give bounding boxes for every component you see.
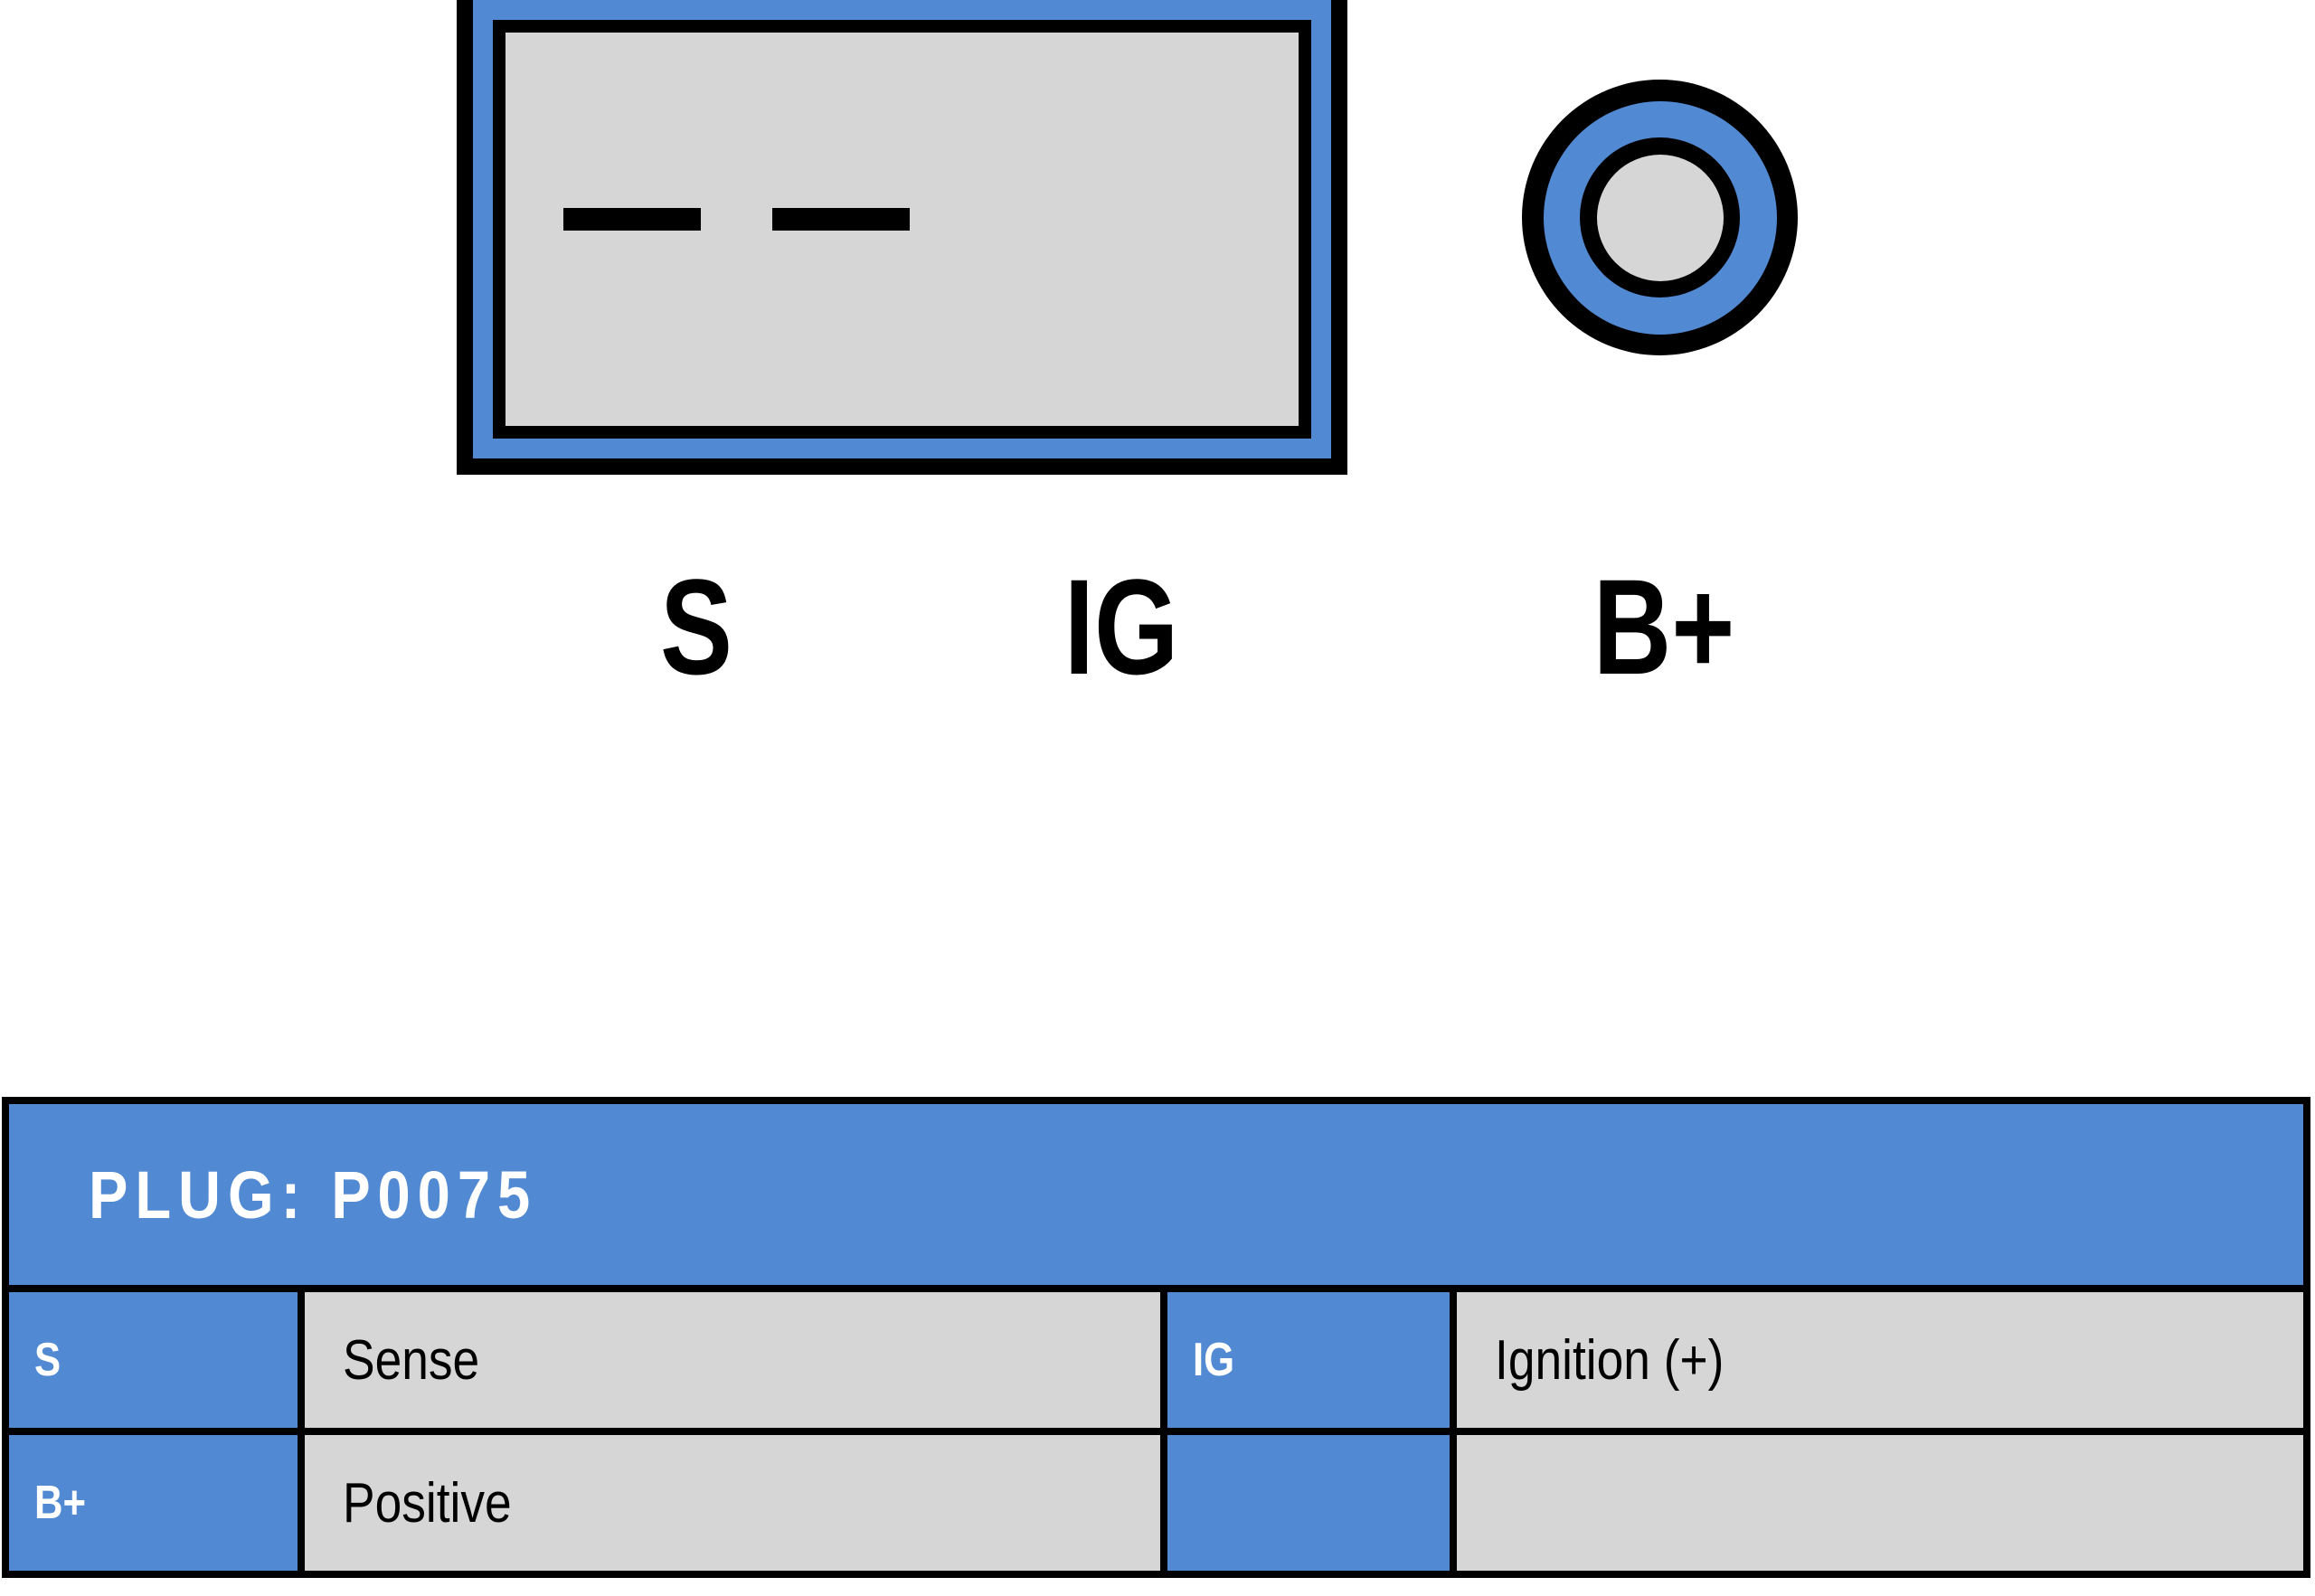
pin-label-b-plus: B+	[1592, 551, 1735, 703]
pin-key-cell: S	[9, 1292, 298, 1428]
blade-terminal-ig	[772, 208, 910, 231]
pin-description-label: Ignition (+)	[1495, 1328, 1724, 1392]
pin-label-ig: IG	[1063, 551, 1179, 703]
plug-housing-inner-outline	[493, 20, 1311, 439]
pin-key-label: S	[34, 1334, 61, 1386]
b-plus-terminal-core	[1596, 154, 1724, 281]
pin-description-cell: Ignition (+)	[1457, 1292, 2303, 1428]
blade-terminal-s	[563, 208, 701, 231]
plug-housing	[457, 0, 1347, 475]
table-row: B+ Positive	[9, 1428, 2303, 1571]
pinout-table: PLUG: P0075 S Sense IG Ignition (+) B+ P…	[2, 1097, 2310, 1578]
pin-description-cell: Sense	[304, 1292, 1161, 1428]
pin-key-cell	[1167, 1435, 1450, 1571]
pin-key-label: B+	[34, 1477, 87, 1529]
pin-key-cell: IG	[1167, 1292, 1450, 1428]
plug-cavity	[506, 33, 1299, 426]
pin-key-cell: B+	[9, 1435, 298, 1571]
table-row: S Sense IG Ignition (+)	[9, 1285, 2303, 1428]
pin-description-label: Positive	[342, 1471, 512, 1535]
plug-housing-blue-frame	[473, 0, 1331, 458]
pin-description-cell	[1457, 1435, 2303, 1571]
plug-id-title: PLUG: P0075	[89, 1157, 538, 1232]
pin-description-label: Sense	[342, 1328, 480, 1392]
connector-diagram: S IG B+	[0, 0, 2315, 723]
pin-label-s: S	[659, 551, 733, 703]
b-plus-terminal-blue-ring	[1543, 100, 1777, 335]
b-plus-terminal	[1522, 80, 1798, 355]
b-plus-terminal-inner-outline	[1580, 137, 1740, 297]
pinout-table-header: PLUG: P0075	[9, 1104, 2303, 1285]
pin-key-label: IG	[1193, 1334, 1235, 1386]
pin-description-cell: Positive	[304, 1435, 1161, 1571]
